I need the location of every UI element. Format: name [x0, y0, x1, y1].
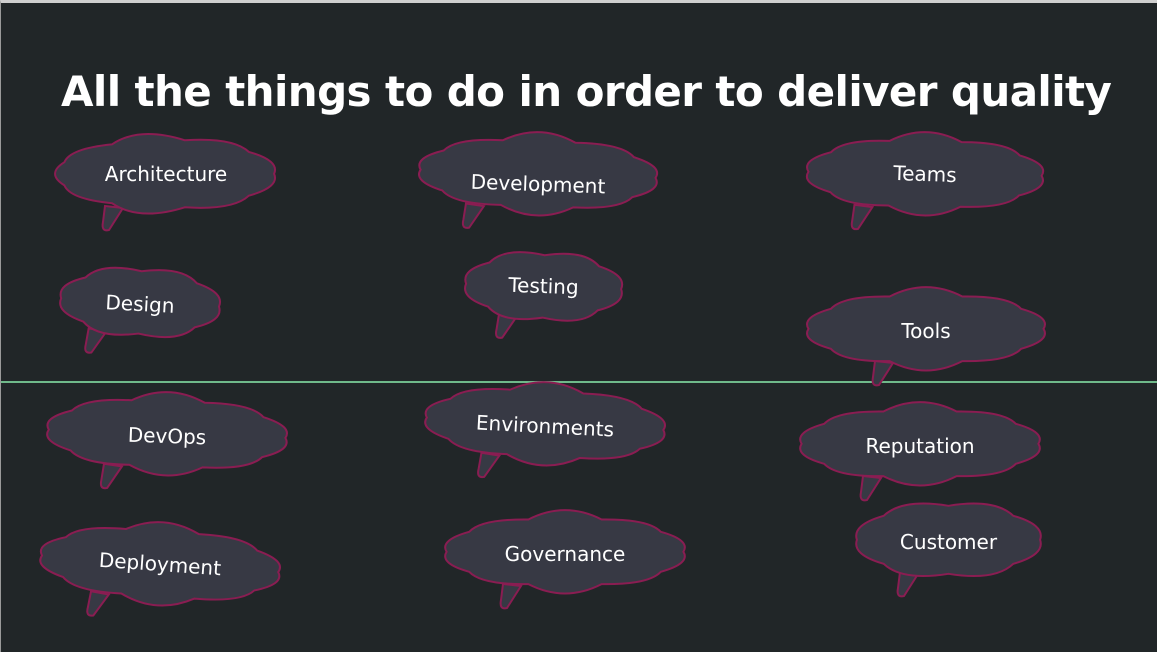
cloud-tail — [859, 474, 883, 502]
cloud-shape — [806, 286, 1046, 387]
cloud-body — [54, 133, 276, 215]
cloud-governance: Governance — [439, 509, 691, 612]
cloud-body — [464, 251, 624, 322]
cloud-body — [418, 131, 659, 217]
cloud-tail — [86, 590, 111, 617]
cloud-deployment: Deployment — [34, 521, 286, 624]
cloud-tail — [896, 570, 920, 598]
cloud-body — [424, 381, 666, 467]
cloud-development: Development — [413, 131, 663, 234]
cloud-devops: DevOps — [41, 391, 293, 494]
cloud-shape — [855, 502, 1042, 598]
cloud-body — [39, 521, 281, 607]
cloud-shape — [59, 266, 221, 354]
cloud-teams: Teams — [801, 131, 1049, 234]
cloud-tail — [850, 203, 875, 231]
cloud-environments: Environments — [419, 381, 671, 484]
cloud-body — [806, 286, 1046, 372]
cloud-body — [799, 401, 1041, 487]
cloud-body — [59, 266, 221, 339]
cloud-shape — [464, 251, 624, 339]
cloud-body — [444, 509, 686, 595]
cloud-design: Design — [56, 265, 224, 359]
cloud-label: Reputation — [865, 433, 975, 458]
cloud-tools: Tools — [801, 286, 1051, 389]
cloud-reputation: Reputation — [794, 401, 1046, 504]
cloud-shape — [39, 521, 281, 617]
cloud-shape — [444, 509, 686, 610]
cloud-body — [805, 131, 1045, 217]
cloud-shape — [424, 381, 666, 479]
cloud-label: Tools — [901, 318, 951, 343]
cloud-tail — [477, 451, 502, 479]
divider-line — [1, 381, 1157, 383]
cloud-shape — [799, 401, 1041, 502]
cloud-label: Architecture — [104, 161, 228, 186]
cloud-shape — [805, 131, 1045, 231]
cloud-tail — [871, 359, 895, 387]
cloud-shape — [418, 131, 659, 229]
cloud-body — [855, 502, 1042, 578]
cloud-label: Customer — [899, 529, 998, 554]
cloud-customer: Customer — [851, 499, 1046, 600]
slide-title: All the things to do in order to deliver… — [61, 67, 1112, 116]
cloud-tail — [461, 202, 486, 229]
cloud-tail — [101, 204, 125, 232]
cloud-tail — [84, 327, 109, 354]
cloud-testing: Testing — [461, 249, 626, 343]
cloud-tail — [495, 312, 519, 339]
cloud-label: Governance — [504, 541, 626, 566]
cloud-tail — [99, 462, 124, 490]
cloud-body — [46, 391, 288, 477]
cloud-tail — [499, 582, 523, 610]
cloud-architecture: Architecture — [51, 133, 281, 234]
cloud-shape — [46, 391, 288, 490]
cloud-shape — [54, 133, 276, 232]
